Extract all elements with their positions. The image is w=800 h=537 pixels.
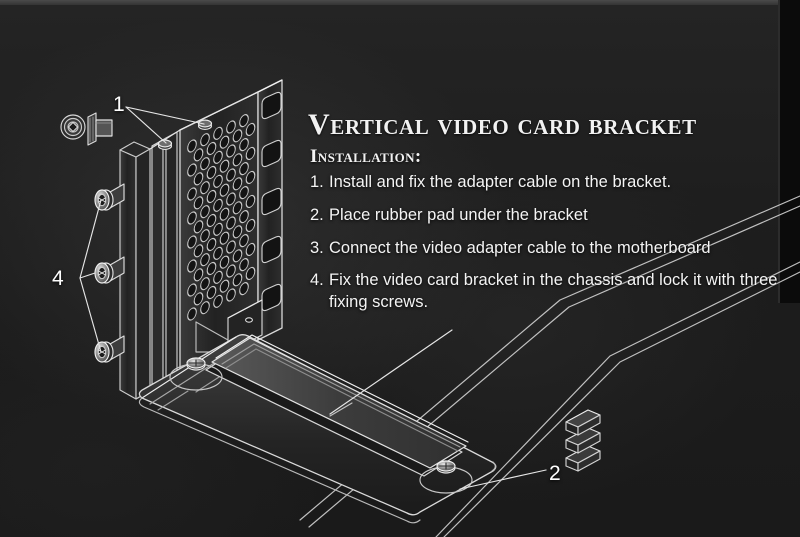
step-number: 4. [310,271,324,290]
step-number: 2. [310,205,324,224]
list-item: 2. Place rubber pad under the bracket [310,205,780,227]
leader-lines [79,106,547,490]
list-item: 3. Connect the video adapter cable to th… [310,238,780,260]
list-item: 4. Fix the video card bracket in the cha… [310,270,780,314]
callout-number-2: 2 [549,462,561,485]
cable-mount-bosses [157,119,213,150]
slot-flange-openings [261,91,282,312]
list-item: 1. Install and fix the adapter cable on … [310,172,780,194]
step-text: Place rubber pad under the bracket [329,205,588,224]
step-number: 3. [310,238,324,257]
thumbscrew-detail-icon [60,112,113,146]
step-text: Fix the video card bracket in the chassi… [329,271,778,312]
base-screw-right [436,460,456,474]
step-text: Connect the video adapter cable to the m… [329,238,711,257]
base-screw-left [186,357,206,371]
callout-number-4: 4 [52,267,64,290]
callout-number-1: 1 [113,93,125,116]
right-edge-panel [778,0,800,303]
installation-steps: 1. Install and fix the adapter cable on … [310,172,780,325]
rubber-pad-stack [565,409,601,472]
step-number: 1. [310,173,324,191]
installation-heading: Installation: [310,146,422,167]
top-edge-strip [0,0,800,5]
thumbscrew-lower [94,335,125,363]
step-text: Install and fix the adapter cable on the… [329,173,672,191]
page-title: Vertical video card bracket [308,108,697,141]
thumbscrew-middle [94,256,125,284]
thumbscrew-upper [94,183,125,211]
